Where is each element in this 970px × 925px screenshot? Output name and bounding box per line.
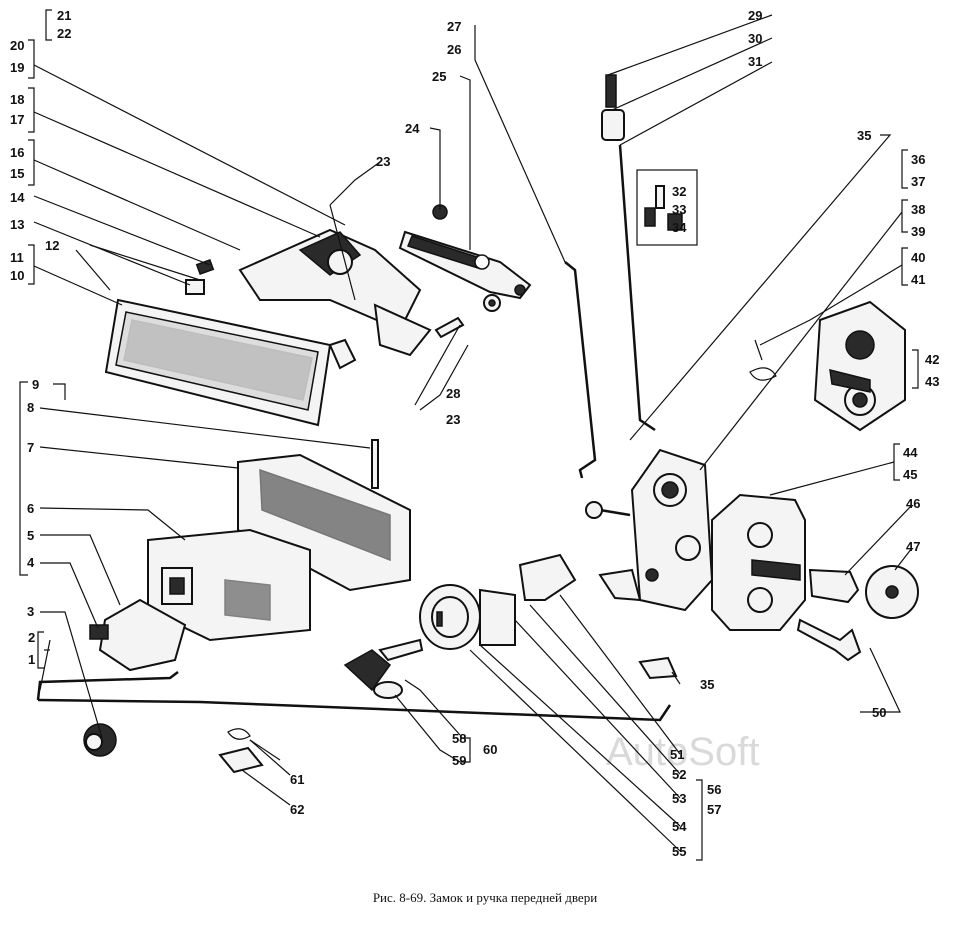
inner-lever — [89, 598, 187, 672]
label-18: 18 — [10, 92, 24, 107]
label-9: 9 — [32, 377, 39, 392]
inner-handle-housing — [147, 439, 411, 642]
label-27: 27 — [447, 19, 461, 34]
label-52: 52 — [672, 767, 686, 782]
label-8: 8 — [27, 400, 34, 415]
label-42: 42 — [925, 352, 939, 367]
retainer-42-43 — [813, 300, 906, 432]
watermark: AutoSoft — [606, 730, 759, 774]
label-50: 50 — [872, 705, 886, 720]
label-32: 32 — [672, 184, 686, 199]
label-45: 45 — [903, 467, 917, 482]
lock-cylinder — [419, 553, 678, 680]
label-56: 56 — [707, 782, 721, 797]
label-41: 41 — [911, 272, 925, 287]
knob-3 — [83, 723, 117, 757]
leader-lines — [19, 9, 919, 861]
label-10: 10 — [10, 268, 24, 283]
rod-1-2 — [36, 671, 179, 701]
label-14: 14 — [10, 190, 25, 205]
label-51: 51 — [670, 747, 684, 762]
label-47: 47 — [906, 539, 920, 554]
label-16: 16 — [10, 145, 24, 160]
label-53: 53 — [672, 791, 686, 806]
label-54: 54 — [672, 819, 687, 834]
label-21: 21 — [57, 8, 71, 23]
label-13: 13 — [10, 217, 24, 232]
label-3: 3 — [27, 604, 34, 619]
key — [343, 638, 424, 699]
callout-labels: 21 22 20 19 18 17 16 15 14 13 12 11 10 9… — [10, 8, 939, 859]
label-62: 62 — [290, 802, 304, 817]
label-35-top: 35 — [857, 128, 871, 143]
label-36: 36 — [911, 152, 925, 167]
figure-caption: Рис. 8-69. Замок и ручка передней двери — [372, 890, 598, 905]
screw-28 — [434, 316, 465, 339]
label-4: 4 — [27, 555, 35, 570]
label-30: 30 — [748, 31, 762, 46]
label-60: 60 — [483, 742, 497, 757]
label-40: 40 — [911, 250, 925, 265]
label-1: 1 — [28, 652, 35, 667]
link-lever — [398, 204, 532, 312]
label-46: 46 — [906, 496, 920, 511]
rod-51 — [37, 698, 672, 722]
label-23-bottom: 23 — [446, 412, 460, 427]
lock-body — [585, 448, 714, 612]
label-26: 26 — [447, 42, 461, 57]
label-44: 44 — [903, 445, 918, 460]
label-11: 11 — [10, 250, 24, 265]
spring-38-39 — [749, 339, 777, 381]
label-38: 38 — [911, 202, 925, 217]
label-55: 55 — [672, 844, 686, 859]
label-19: 19 — [10, 60, 24, 75]
label-33: 33 — [672, 202, 686, 217]
label-29: 29 — [748, 8, 762, 23]
label-59: 59 — [452, 753, 466, 768]
label-2: 2 — [28, 630, 35, 645]
label-57: 57 — [707, 802, 721, 817]
label-28: 28 — [446, 386, 460, 401]
handle-lever-assembly — [185, 204, 432, 370]
label-22: 22 — [57, 26, 71, 41]
label-35-bottom: 35 — [700, 677, 714, 692]
label-7: 7 — [27, 440, 34, 455]
label-39: 39 — [911, 224, 925, 239]
label-17: 17 — [10, 112, 24, 127]
rod-29-31 — [601, 74, 656, 432]
label-12: 12 — [45, 238, 59, 253]
label-43: 43 — [925, 374, 939, 389]
spring-61 — [218, 728, 281, 774]
label-6: 6 — [27, 501, 34, 516]
outer-handle-frame — [104, 298, 332, 427]
label-20: 20 — [10, 38, 24, 53]
parts-32-34-box — [636, 169, 698, 246]
label-31: 31 — [748, 54, 762, 69]
label-23-top: 23 — [376, 154, 390, 169]
label-25: 25 — [432, 69, 446, 84]
label-34: 34 — [672, 220, 687, 235]
striker-plate — [711, 493, 806, 631]
label-15: 15 — [10, 166, 24, 181]
label-58: 58 — [452, 731, 466, 746]
striker-bolt — [796, 565, 919, 662]
label-37: 37 — [911, 174, 925, 189]
label-5: 5 — [27, 528, 34, 543]
label-24: 24 — [405, 121, 420, 136]
label-61: 61 — [290, 772, 304, 787]
rod-27 — [564, 261, 597, 479]
